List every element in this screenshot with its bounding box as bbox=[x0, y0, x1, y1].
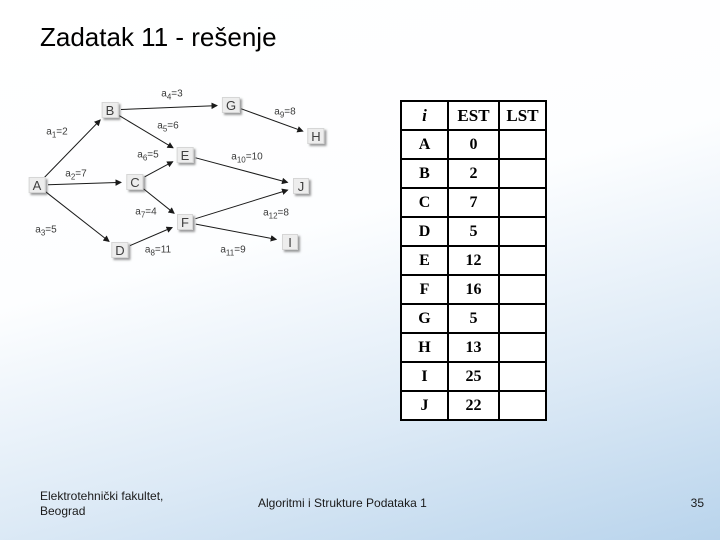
est-cell: 7 bbox=[447, 187, 500, 218]
graph-node-A: A bbox=[28, 177, 46, 193]
col-header-i: i bbox=[400, 100, 449, 131]
lst-cell bbox=[498, 187, 547, 218]
lst-cell bbox=[498, 390, 547, 421]
footer-institution-line2: Beograd bbox=[40, 504, 86, 518]
node-cell: D bbox=[400, 216, 449, 247]
graph-node-D: D bbox=[111, 242, 129, 258]
est-cell: 13 bbox=[447, 332, 500, 363]
page-title: Zadatak 11 - rešenje bbox=[40, 22, 277, 52]
lst-cell bbox=[498, 303, 547, 334]
graph-node-I: I bbox=[282, 234, 298, 250]
graph-node-C: C bbox=[126, 174, 144, 190]
graph-node-E: E bbox=[176, 147, 194, 163]
col-header-lst: LST bbox=[498, 100, 547, 131]
est-cell: 12 bbox=[447, 245, 500, 276]
node-cell: A bbox=[400, 129, 449, 160]
lst-cell bbox=[498, 361, 547, 392]
edge-label-a10: a10=10 bbox=[231, 151, 263, 165]
node-cell: E bbox=[400, 245, 449, 276]
footer-page-number: 35 bbox=[690, 496, 704, 510]
edge-label-a5: a5=6 bbox=[157, 120, 179, 134]
edge-label-a2: a2=7 bbox=[65, 168, 87, 182]
lst-cell bbox=[498, 216, 547, 247]
est-cell: 5 bbox=[447, 303, 500, 334]
footer-course-title: Algoritmi i Strukture Podataka 1 bbox=[258, 496, 427, 510]
est-cell: 2 bbox=[447, 158, 500, 189]
node-cell: F bbox=[400, 274, 449, 305]
graph-node-G: G bbox=[221, 97, 241, 113]
graph-node-J: J bbox=[293, 178, 309, 194]
est-cell: 22 bbox=[447, 390, 500, 421]
est-cell: 25 bbox=[447, 361, 500, 392]
lst-cell bbox=[498, 245, 547, 276]
graph-node-H: H bbox=[307, 128, 325, 144]
footer-institution-line1: Elektrotehnički fakultet, bbox=[40, 489, 164, 503]
est-cell: 5 bbox=[447, 216, 500, 247]
node-cell: J bbox=[400, 390, 449, 421]
est-cell: 16 bbox=[447, 274, 500, 305]
graph-node-F: F bbox=[177, 214, 193, 230]
edge-label-a9: a9=8 bbox=[274, 106, 296, 120]
table-header-row: i EST LST bbox=[400, 100, 547, 131]
node-cell: G bbox=[400, 303, 449, 334]
edge-label-a4: a4=3 bbox=[161, 88, 183, 102]
edge-label-a8: a8=11 bbox=[144, 244, 172, 258]
edge-label-a6: a6=5 bbox=[137, 149, 159, 163]
lst-cell bbox=[498, 158, 547, 189]
edge-label-a3: a3=5 bbox=[35, 224, 57, 238]
lst-cell bbox=[498, 129, 547, 160]
node-cell: I bbox=[400, 361, 449, 392]
edge-label-a7: a7=4 bbox=[135, 206, 157, 220]
edge-label-a12: a12=8 bbox=[263, 207, 289, 221]
node-cell: H bbox=[400, 332, 449, 363]
node-cell: C bbox=[400, 187, 449, 218]
lst-cell bbox=[498, 332, 547, 363]
col-header-est: EST bbox=[447, 100, 500, 131]
edge-label-a11: a11=9 bbox=[220, 244, 246, 258]
lst-cell bbox=[498, 274, 547, 305]
est-cell: 0 bbox=[447, 129, 500, 160]
node-cell: B bbox=[400, 158, 449, 189]
edge-label-a1: a1=2 bbox=[46, 126, 68, 140]
graph-node-B: B bbox=[101, 102, 119, 118]
footer-institution: Elektrotehnički fakultet, Beograd bbox=[40, 489, 163, 519]
